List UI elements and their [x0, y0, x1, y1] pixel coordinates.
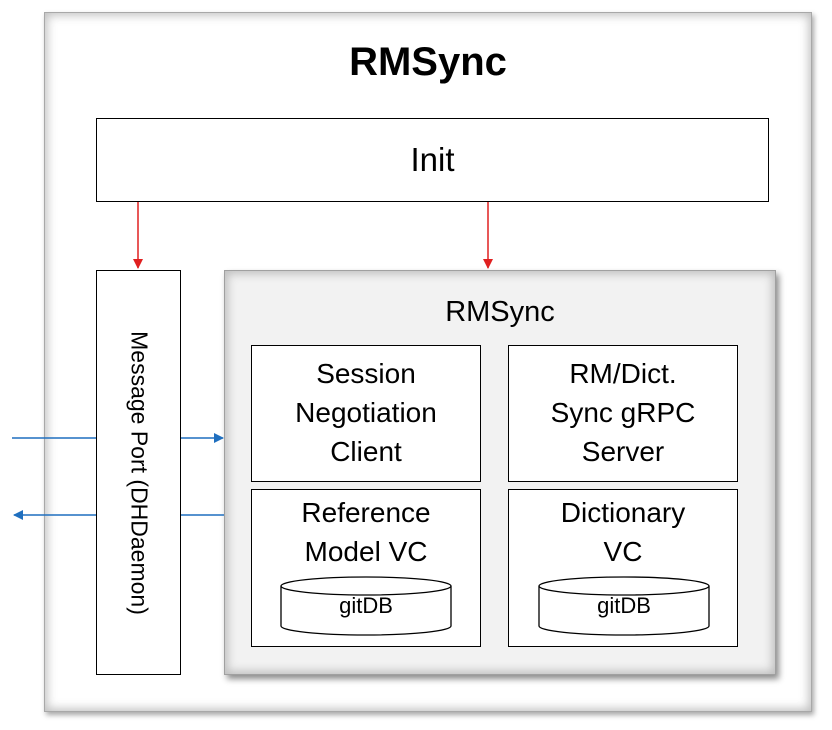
init-box: Init	[96, 118, 769, 202]
reference-gitdb-cylinder: gitDB	[280, 576, 452, 636]
dictionary-gitdb-cylinder: gitDB	[538, 576, 710, 636]
rmsync-title: RMSync	[349, 40, 507, 84]
rmsync-inner-title: RMSync	[445, 296, 555, 328]
sync-grpc-server-box: RM/Dict. Sync gRPC Server	[508, 345, 738, 482]
session-negotiation-client-box: Session Negotiation Client	[251, 345, 481, 482]
message-port-box: Message Port (DHDaemon)	[96, 270, 181, 675]
database-icon	[538, 576, 710, 636]
reference-model-vc-label: Reference Model VC	[301, 497, 431, 567]
dictionary-gitdb-label: gitDB	[597, 593, 651, 618]
database-icon	[280, 576, 452, 636]
sync-grpc-server-label: RM/Dict. Sync gRPC Server	[550, 358, 696, 467]
init-label: Init	[410, 141, 455, 178]
reference-gitdb-label: gitDB	[339, 593, 393, 618]
session-negotiation-client-label: Session Negotiation Client	[295, 358, 437, 467]
dictionary-vc-label: Dictionary VC	[560, 497, 686, 567]
